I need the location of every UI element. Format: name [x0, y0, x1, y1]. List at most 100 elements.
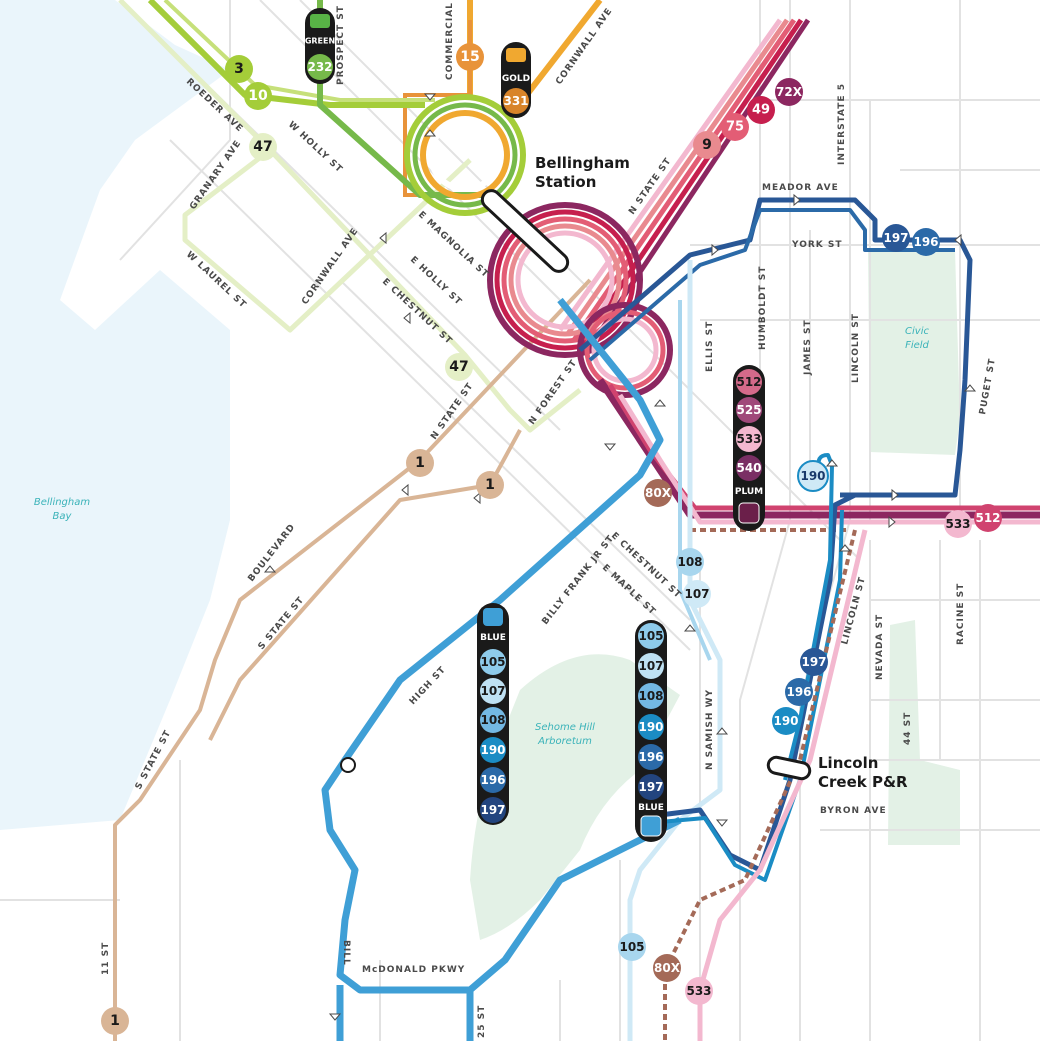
- route-badge-47-top[interactable]: 47: [249, 133, 277, 161]
- station-loop-pink: [487, 202, 673, 398]
- route-badge-197-top-label: 197: [883, 231, 908, 245]
- street-n-forest: N FOREST ST: [527, 358, 579, 427]
- route-badge-196-south[interactable]: 196: [785, 678, 813, 706]
- route-badge-15[interactable]: 15: [456, 43, 484, 71]
- stack-blue-right-route-5: 197: [638, 780, 663, 794]
- bellingham-station-label-1: Bellingham: [535, 154, 630, 172]
- route-badge-197-top[interactable]: 197: [882, 224, 910, 252]
- route-badge-108[interactable]: 108: [676, 548, 704, 576]
- street-w-holly: W HOLLY ST: [286, 120, 344, 175]
- stack-blue-left-title: BLUE: [480, 633, 506, 643]
- park-south: [888, 620, 960, 845]
- route-stack-blue-left[interactable]: BLUE 105 107 108 190 196 197: [477, 603, 509, 825]
- route-badge-512-east[interactable]: 512: [974, 504, 1002, 532]
- route-badge-1-a[interactable]: 1: [406, 449, 434, 477]
- stack-blue-right-route-3: 190: [638, 720, 663, 734]
- stack-blue-right-route-0: 105: [638, 629, 663, 643]
- street-byron: BYRON AVE: [820, 806, 887, 816]
- route-badge-1-b[interactable]: 1: [476, 471, 504, 499]
- stack-gold-route-0: 331: [503, 94, 528, 108]
- route-badge-512-east-label: 512: [975, 511, 1000, 525]
- route-badge-10[interactable]: 10: [244, 82, 272, 110]
- stack-blue-left-route-2: 108: [480, 713, 505, 727]
- route-badge-47-mid[interactable]: 47: [445, 353, 473, 381]
- civic-field-park: [868, 250, 960, 455]
- street-25: 25 ST: [477, 1005, 487, 1038]
- place-civic-line1: Civic: [905, 326, 929, 337]
- route-badge-196-top[interactable]: 196: [912, 228, 940, 256]
- street-racine: RACINE ST: [956, 583, 966, 645]
- route-stack-gold[interactable]: GOLD 331: [501, 42, 531, 118]
- direction-arrows: [263, 93, 977, 1021]
- street-mcdonald: McDONALD PKWY: [362, 965, 465, 975]
- stack-gold-title: GOLD: [502, 74, 530, 84]
- route-stack-plum[interactable]: 512 525 533 540 PLUM: [733, 365, 765, 531]
- bay-water: [0, 0, 230, 830]
- street-ellis: ELLIS ST: [705, 321, 715, 372]
- street-york: YORK ST: [791, 240, 843, 250]
- route-badge-533-south-label: 533: [686, 984, 711, 998]
- light-blue-lines: [627, 260, 723, 1041]
- street-nevada: NEVADA ST: [875, 614, 885, 680]
- route-47-line: [118, 0, 582, 433]
- stack-blue-right-route-2: 108: [638, 689, 663, 703]
- stack-green-route-0: 232: [307, 60, 332, 74]
- station-loop-green: [404, 94, 526, 216]
- station-labels: Bellingham Station Lincoln Creek P&R: [535, 154, 908, 791]
- route-badge-197-south[interactable]: 197: [800, 648, 828, 676]
- route-badge-80x-top[interactable]: 80X: [644, 479, 672, 507]
- lincoln-creek-label-1: Lincoln: [818, 754, 878, 772]
- route-badge-80x-bottom[interactable]: 80X: [653, 954, 681, 982]
- street-s-state-mid: S STATE ST: [257, 595, 307, 652]
- route-badge-49[interactable]: 49: [747, 96, 775, 124]
- route-badge-533-east[interactable]: 533: [944, 510, 972, 538]
- route-badge-190-top[interactable]: 190: [797, 460, 829, 492]
- route-badge-3[interactable]: 3: [225, 55, 253, 83]
- street-lincoln-top: LINCOLN ST: [851, 313, 861, 383]
- route-badge-190-top-label: 190: [800, 469, 825, 483]
- route-badge-196-south-label: 196: [786, 685, 811, 699]
- stack-green-title: GREEN: [305, 37, 335, 46]
- route-stack-green[interactable]: GREEN 232: [305, 8, 335, 84]
- route-badge-49-label: 49: [752, 103, 770, 118]
- route-badge-72x-label: 72X: [776, 85, 803, 99]
- route-badge-10-label: 10: [248, 88, 268, 104]
- stack-plum-title: PLUM: [735, 487, 763, 497]
- route-badge-107[interactable]: 107: [683, 580, 711, 608]
- route-stack-blue-right[interactable]: 105 107 108 190 196 197 BLUE: [635, 620, 667, 842]
- place-labels: Bellingham Bay Civic Field Sehome Hill A…: [34, 326, 930, 747]
- route-badge-533-south[interactable]: 533: [685, 977, 713, 1005]
- stack-plum-route-1: 525: [736, 403, 761, 417]
- route-badge-1-a-label: 1: [415, 455, 425, 471]
- route-badge-9[interactable]: 9: [693, 131, 721, 159]
- route-badge-107-label: 107: [684, 587, 709, 601]
- route-badges[interactable]: 3 10 47 47 15 9 75 49 72X 197 196 1 1 1 …: [101, 43, 1002, 1035]
- route-badge-190-bottom-label: 190: [773, 714, 798, 728]
- street-puget: PUGET ST: [978, 357, 998, 415]
- street-e-holly: E HOLLY ST: [408, 255, 464, 308]
- route-badge-190-bottom[interactable]: 190: [772, 707, 800, 735]
- bellingham-station-platform[interactable]: [479, 187, 572, 275]
- stack-plum-route-2: 533: [736, 432, 761, 446]
- lincoln-creek-platform[interactable]: [766, 755, 812, 781]
- place-bay-line1: Bellingham: [34, 497, 90, 508]
- route-badge-1-c[interactable]: 1: [101, 1007, 129, 1035]
- route-badge-75-label: 75: [726, 120, 744, 135]
- place-bay-line2: Bay: [53, 511, 73, 522]
- route-badge-197-south-label: 197: [801, 655, 826, 669]
- street-prospect: PROSPECT ST: [336, 5, 346, 85]
- route-badge-72x[interactable]: 72X: [775, 78, 803, 106]
- stack-blue-left-route-4: 196: [480, 773, 505, 787]
- route-badge-9-label: 9: [702, 137, 712, 153]
- stack-blue-right-route-1: 107: [638, 659, 663, 673]
- street-bill: BILL: [341, 940, 351, 966]
- route-badge-1-c-label: 1: [110, 1013, 120, 1029]
- timepoint-marker: [340, 757, 356, 773]
- route-badge-75[interactable]: 75: [721, 113, 749, 141]
- stack-blue-left-route-0: 105: [480, 655, 505, 669]
- street-commercial: COMMERCIAL ST: [445, 0, 455, 80]
- route-badge-80x-top-label: 80X: [645, 486, 672, 500]
- route-badge-80x-bottom-label: 80X: [654, 961, 681, 975]
- route-badge-105[interactable]: 105: [618, 933, 646, 961]
